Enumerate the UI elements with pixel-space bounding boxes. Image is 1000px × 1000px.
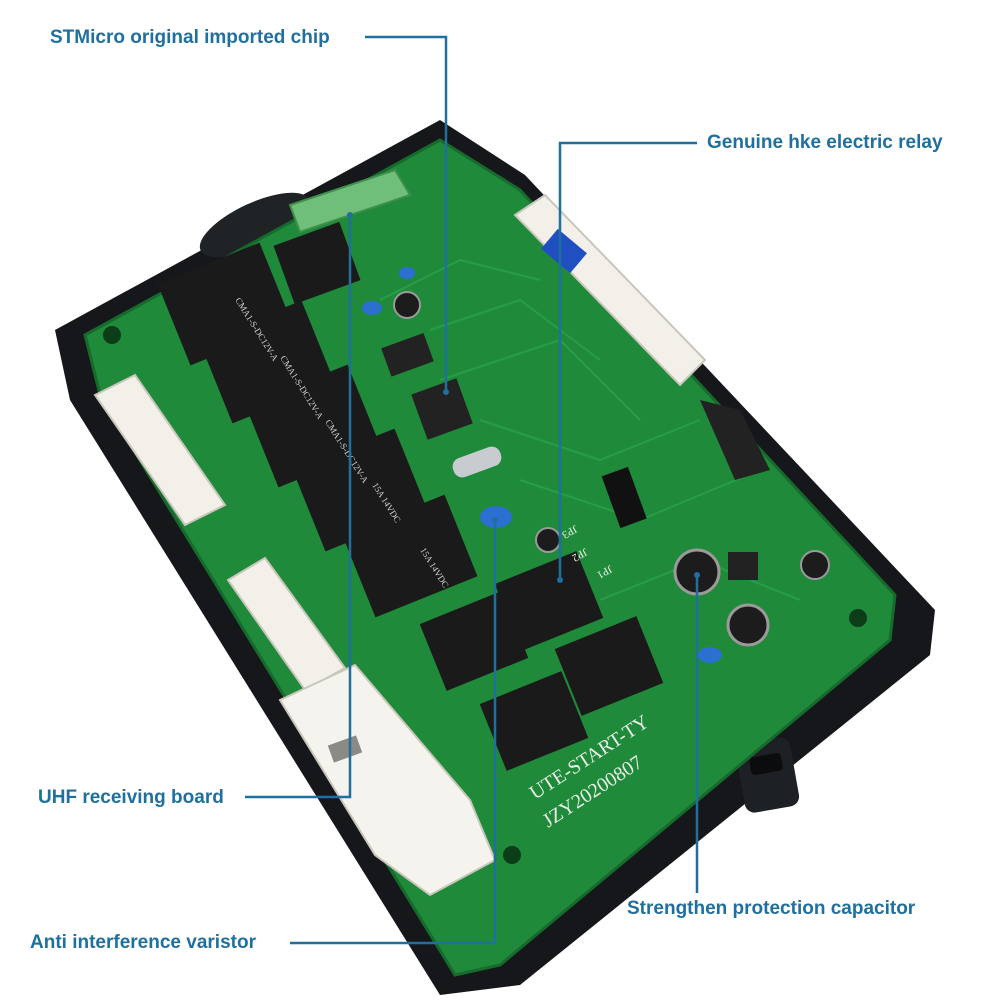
callout-line-varistor — [290, 520, 497, 945]
relay-large-5 — [342, 494, 478, 618]
jumper-blue — [541, 228, 587, 274]
connector-mid — [226, 556, 347, 692]
relay-small-4 — [479, 671, 589, 771]
varistor-1 — [480, 506, 512, 528]
relay-small-3 — [554, 616, 664, 716]
callout-line-chip — [365, 35, 448, 392]
enclosure-clip-top — [199, 192, 311, 258]
capacitor-3 — [800, 550, 830, 580]
crystal — [452, 446, 502, 478]
callout-line-relay — [558, 141, 697, 580]
ic-chip-2 — [381, 333, 434, 377]
callout-varistor: Anti interference varistor — [30, 932, 256, 953]
callout-lines — [245, 35, 699, 945]
connector-main-slot — [327, 735, 363, 763]
capacitor-4 — [393, 291, 421, 319]
varistor-3 — [698, 647, 722, 663]
connector-dark-right — [700, 400, 770, 480]
jumper-block — [601, 466, 647, 529]
mcu-chip — [411, 378, 473, 440]
capacitor-5 — [535, 527, 561, 553]
callout-line-uhf — [245, 215, 352, 799]
varistor-2 — [362, 301, 382, 315]
callout-relay: Genuine hke electric relay — [707, 132, 943, 153]
relay-small-1 — [494, 551, 604, 651]
callout-uhf: UHF receiving board — [38, 787, 224, 808]
regulator — [728, 552, 758, 580]
small-relay-top — [273, 221, 361, 305]
callout-chip: STMicro original imported chip — [50, 27, 330, 48]
callout-capacitor: Strengthen protection capacitor — [627, 898, 916, 919]
varistor-4 — [399, 267, 415, 279]
uhf-daughter-board — [288, 168, 412, 234]
capacitor-2 — [726, 603, 770, 647]
relay-small-2 — [419, 591, 529, 691]
connector-left — [93, 373, 227, 527]
